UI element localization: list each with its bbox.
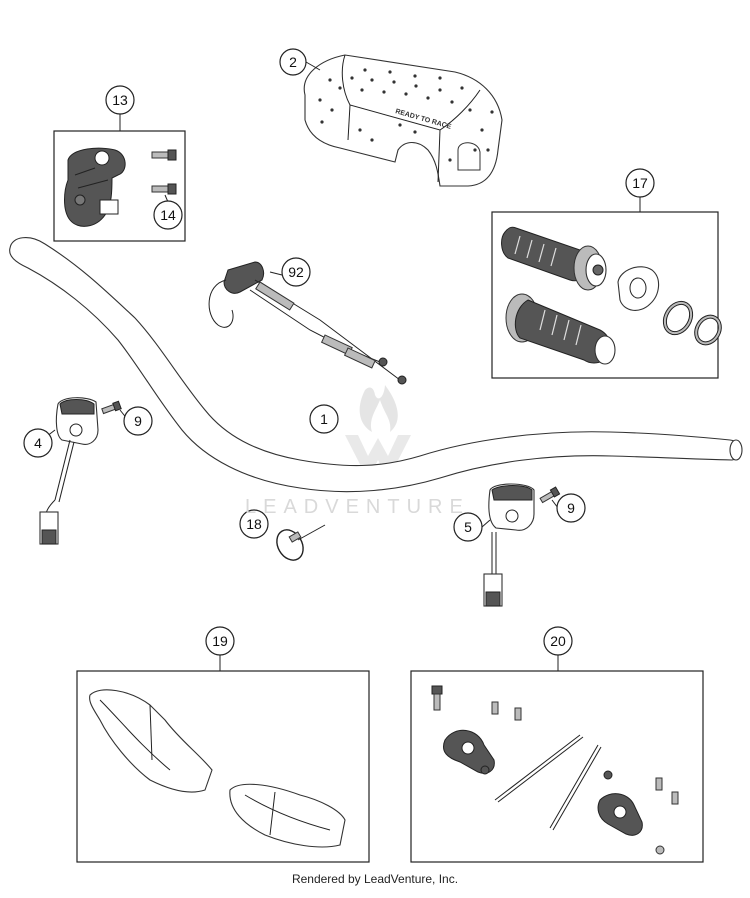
cable-tie bbox=[276, 524, 326, 561]
cable-ring-2 bbox=[694, 314, 722, 346]
callout-2: 2 bbox=[279, 48, 307, 76]
svg-text:18: 18 bbox=[246, 516, 262, 532]
footer-credit: Rendered by LeadVenture, Inc. bbox=[291, 872, 459, 886]
svg-text:14: 14 bbox=[160, 207, 176, 223]
svg-text:1: 1 bbox=[320, 411, 328, 427]
screw-9-left bbox=[101, 400, 122, 415]
part-20-box bbox=[410, 655, 704, 863]
hand-guard-left bbox=[89, 689, 213, 793]
mounting-hardware bbox=[431, 685, 679, 855]
svg-text:9: 9 bbox=[567, 500, 575, 516]
clutch-master-cylinder bbox=[64, 147, 126, 227]
part-13-box bbox=[53, 114, 186, 242]
hand-guard-right bbox=[229, 783, 346, 848]
svg-text:92: 92 bbox=[288, 264, 304, 280]
pad-texture bbox=[318, 68, 494, 162]
svg-text:19: 19 bbox=[212, 633, 228, 649]
watermark-text: LEADVENTURE bbox=[245, 496, 470, 518]
svg-text:13: 13 bbox=[112, 92, 128, 108]
handlebar-pad: READY TO RACE bbox=[303, 54, 503, 187]
svg-text:20: 20 bbox=[550, 633, 566, 649]
callout-14: 14 bbox=[153, 200, 183, 230]
callout-9-right: 9 bbox=[556, 493, 586, 523]
svg-text:5: 5 bbox=[464, 519, 472, 535]
right-switch bbox=[483, 483, 535, 607]
part-19-box bbox=[76, 655, 370, 863]
part-17-box bbox=[491, 197, 722, 379]
svg-text:17: 17 bbox=[632, 175, 648, 191]
callout-1: 1 bbox=[309, 404, 339, 434]
svg-text:2: 2 bbox=[289, 54, 297, 70]
throttle-housing bbox=[617, 266, 660, 311]
svg-text:9: 9 bbox=[134, 413, 142, 429]
callout-17: 17 bbox=[625, 168, 655, 198]
callout-5: 5 bbox=[453, 512, 483, 542]
callout-19: 19 bbox=[205, 626, 235, 656]
left-switch bbox=[39, 397, 99, 545]
watermark-logo bbox=[345, 385, 411, 480]
cable-ring-1 bbox=[662, 300, 694, 336]
callout-13: 13 bbox=[105, 85, 135, 115]
callout-18: 18 bbox=[239, 509, 269, 539]
callout-4: 4 bbox=[23, 428, 53, 458]
right-grip bbox=[505, 293, 616, 365]
callout-9-left: 9 bbox=[123, 406, 153, 436]
callout-20: 20 bbox=[543, 626, 573, 656]
callout-92: 92 bbox=[281, 257, 311, 287]
screw-bolts bbox=[151, 149, 177, 195]
screw-9-right bbox=[539, 486, 561, 504]
handlebar bbox=[9, 237, 743, 493]
throttle-cable-assembly bbox=[208, 261, 407, 385]
svg-text:4: 4 bbox=[34, 435, 42, 451]
left-grip bbox=[501, 226, 607, 291]
